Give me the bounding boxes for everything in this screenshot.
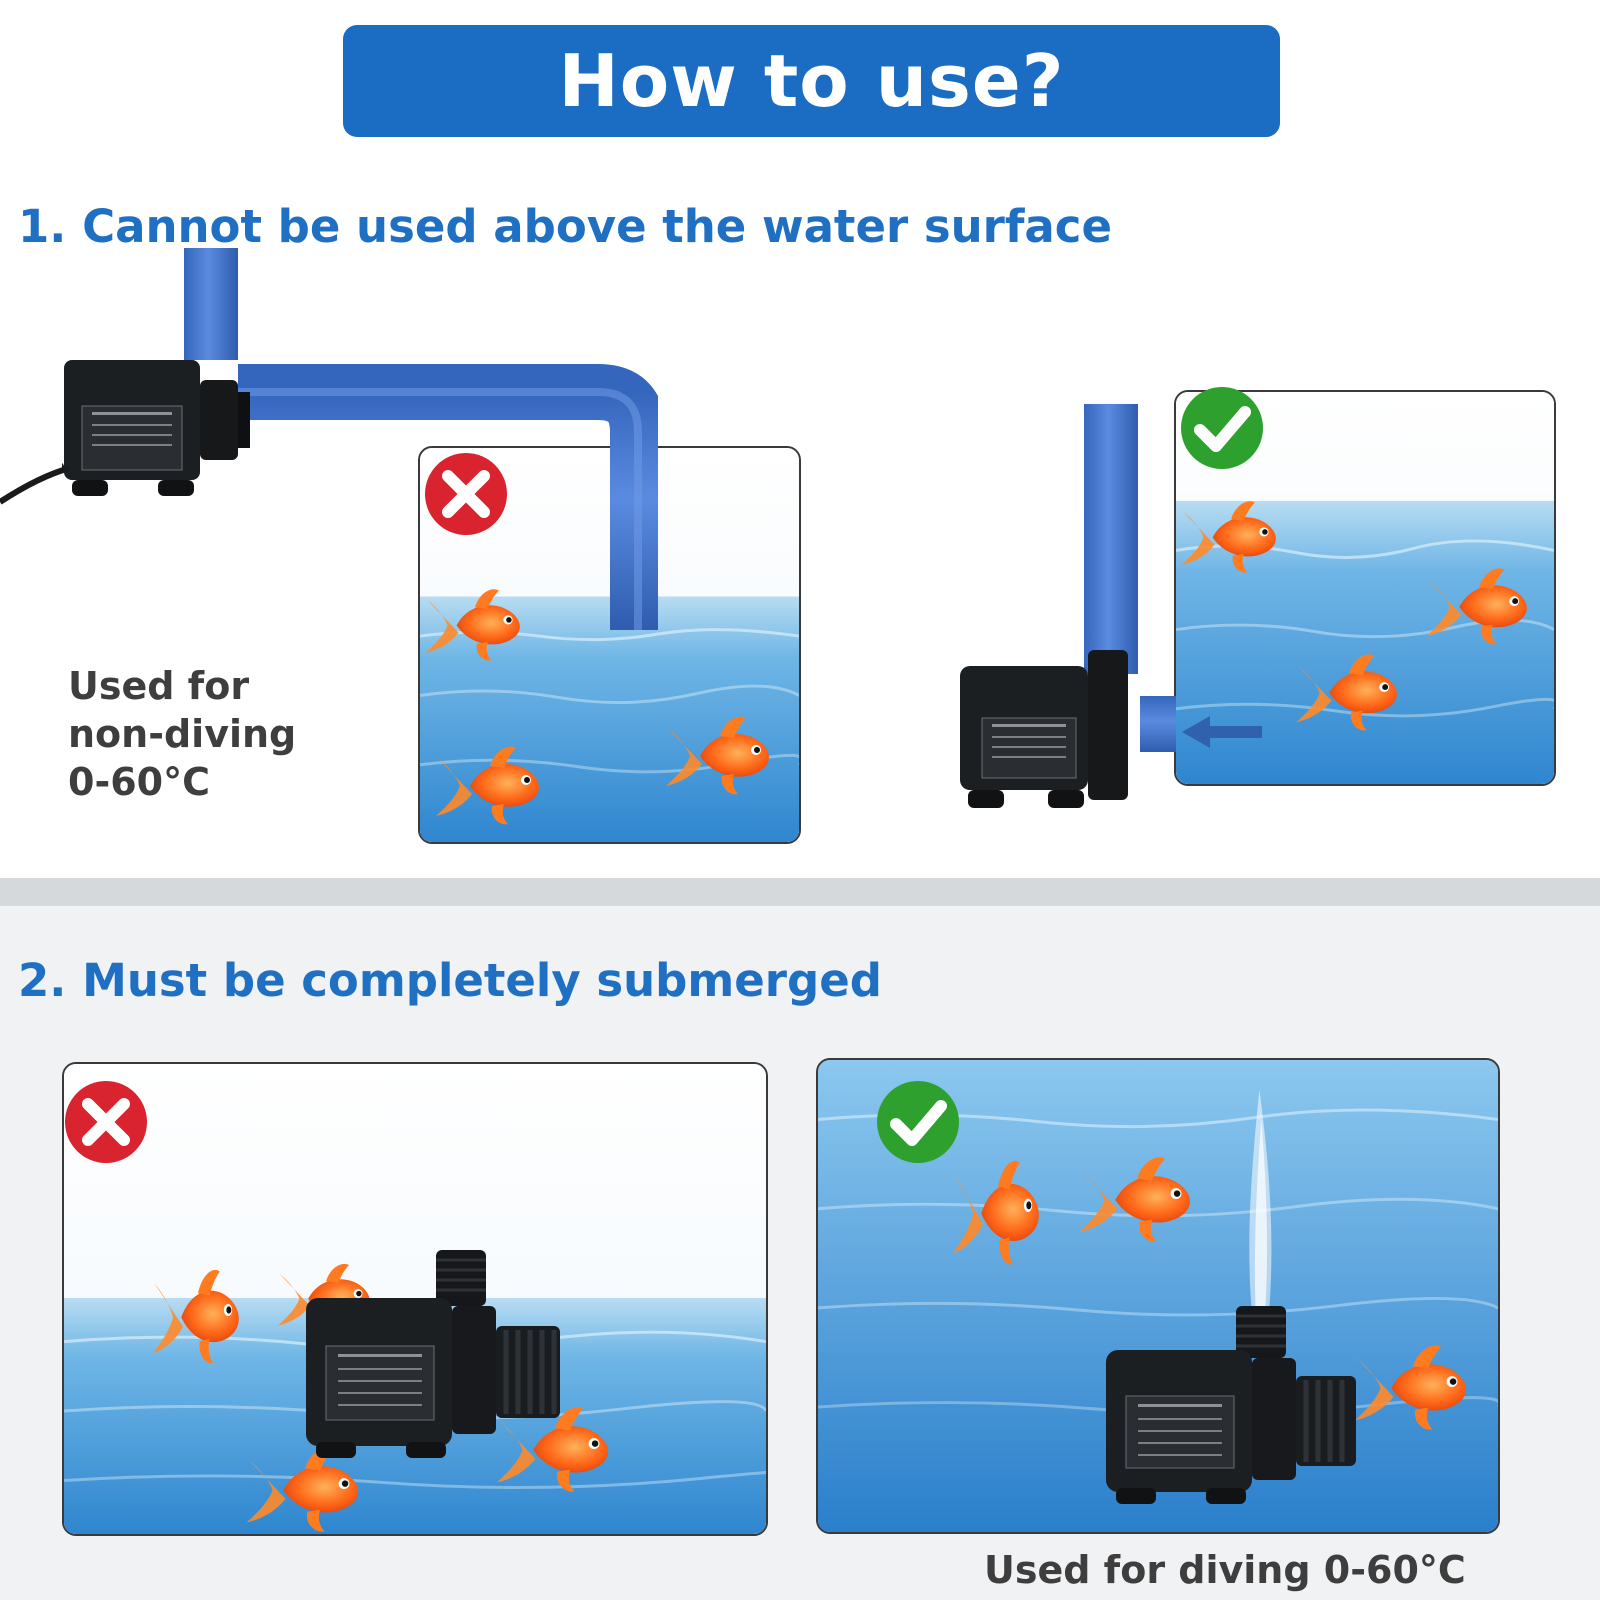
fish	[1348, 1338, 1478, 1436]
arrow-left-icon	[1182, 714, 1262, 750]
pump	[1106, 1306, 1362, 1506]
note-diving: Used for diving 0-60°C	[984, 1548, 1466, 1592]
section2-heading: 2. Must be completely submerged	[18, 954, 882, 1007]
section1-heading: 1. Cannot be used above the water surfac…	[18, 200, 1112, 253]
pump	[306, 1250, 568, 1460]
cross-icon	[64, 1080, 148, 1164]
fish	[1176, 494, 1286, 579]
fish	[1072, 1150, 1202, 1248]
fish	[148, 1262, 248, 1370]
page-title: How to use?	[558, 39, 1065, 123]
note-line: 0-60°C	[68, 760, 210, 804]
hose	[178, 248, 658, 630]
hose	[1080, 404, 1140, 674]
section-divider	[0, 878, 1600, 906]
pump	[62, 356, 252, 506]
note-line: Used for	[68, 664, 250, 708]
fish	[430, 740, 550, 830]
fish	[948, 1152, 1048, 1272]
fish	[1290, 648, 1408, 736]
note-non-diving: Used for non-diving 0-60°C	[68, 662, 296, 806]
note-line: non-diving	[68, 712, 297, 756]
check-icon	[876, 1080, 960, 1164]
fish	[660, 710, 780, 800]
fish	[1420, 562, 1538, 650]
pump	[960, 650, 1140, 815]
cross-icon	[424, 452, 508, 536]
title-banner: How to use?	[343, 25, 1280, 137]
intake-hose	[1140, 696, 1180, 752]
power-cord	[0, 462, 70, 512]
check-icon	[1180, 386, 1264, 470]
